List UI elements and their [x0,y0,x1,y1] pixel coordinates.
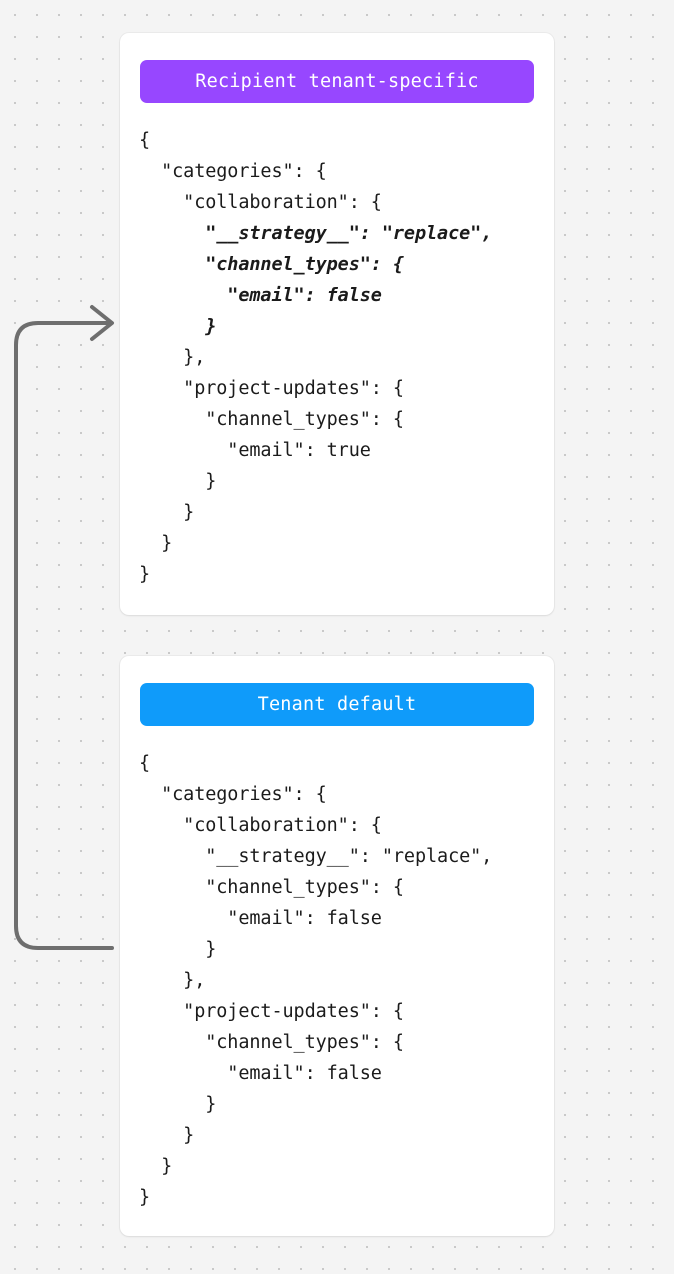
code-line: "categories": { [139,784,327,805]
code-line: } [139,1125,195,1146]
badge-recipient-tenant-specific: Recipient tenant-specific [140,60,534,103]
code-line: "__strategy__": "replace", [139,846,493,867]
code-line: } [139,1187,151,1208]
code-line: } [139,939,217,960]
card-recipient-tenant-specific: Recipient tenant-specific { "categories"… [120,33,554,615]
code-block-tenant-default: { "categories": { "collaboration": { "__… [139,748,492,1213]
code-line: "channel_types": { [139,1032,404,1053]
card-tenant-default: Tenant default { "categories": { "collab… [120,656,554,1236]
arrow-path [14,321,114,950]
code-line: "channel_types": { [139,877,404,898]
code-line: } [139,1156,173,1177]
code-line: "project-updates": { [139,1001,404,1022]
code-block-recipient: { "categories": { "collaboration": { "__… [139,125,492,590]
code-line: "email": true [139,440,371,461]
code-line: } [139,471,217,492]
code-line: "collaboration": { [139,192,382,213]
code-line: "email": false [139,285,382,306]
code-line: { [139,753,151,774]
code-line: "categories": { [139,161,327,182]
code-line: "email": false [139,1063,382,1084]
code-line: "project-updates": { [139,378,404,399]
code-line: "channel_types": { [139,409,404,430]
code-line: "__strategy__": "replace", [139,223,493,244]
code-line: }, [139,970,206,991]
code-line: } [139,564,151,585]
code-line: } [139,1094,217,1115]
code-line: "channel_types": { [139,254,404,275]
code-line: "collaboration": { [139,815,382,836]
code-line: }, [139,347,206,368]
arrow-head-icon [90,305,114,341]
badge-tenant-default: Tenant default [140,683,534,726]
code-line: { [139,130,151,151]
code-line: } [139,502,195,523]
code-line: } [139,316,217,337]
code-line: } [139,533,173,554]
code-line: "email": false [139,908,382,929]
